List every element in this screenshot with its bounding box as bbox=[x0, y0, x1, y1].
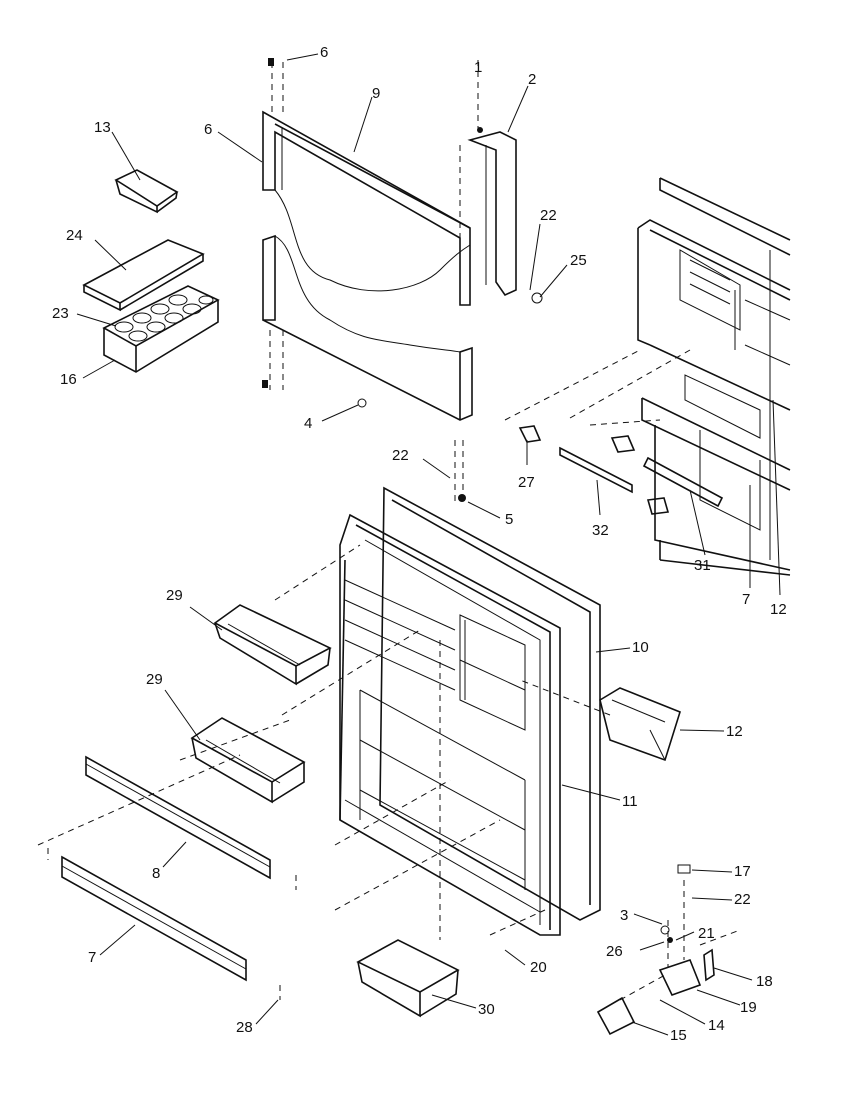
callout-7: 7 bbox=[742, 591, 750, 608]
callout-28: 28 bbox=[236, 1019, 253, 1036]
door-rail-part-7 bbox=[61, 855, 247, 982]
callout-29: 29 bbox=[166, 587, 183, 604]
callout-32: 32 bbox=[592, 522, 609, 539]
callout-18: 18 bbox=[756, 973, 773, 990]
callout-22: 22 bbox=[540, 207, 557, 224]
door-bin-part-29-lower bbox=[190, 717, 306, 804]
ice-bucket-part-13 bbox=[114, 169, 179, 214]
callout-26: 26 bbox=[606, 943, 623, 960]
door-bin-part-29-upper bbox=[213, 604, 332, 686]
callout-31: 31 bbox=[694, 557, 711, 574]
cabinet-liner bbox=[637, 177, 791, 576]
callout-3: 3 bbox=[620, 907, 628, 924]
callout-30: 30 bbox=[478, 1001, 495, 1018]
callout-12: 12 bbox=[770, 601, 787, 618]
callout-22: 22 bbox=[392, 447, 409, 464]
callout-labels: 6 9 2 1 13 6 24 22 25 23 16 4 22 27 5 32… bbox=[52, 44, 787, 1044]
crisper-pan-part-30 bbox=[356, 939, 460, 1018]
fresh-food-door-part-11 bbox=[339, 486, 601, 936]
ice-tray-part-23 bbox=[102, 285, 220, 373]
callout-15: 15 bbox=[670, 1027, 687, 1044]
freezer-door-part-9 bbox=[262, 110, 473, 421]
ice-tray-cover-part-24 bbox=[82, 239, 205, 312]
callout-20: 20 bbox=[530, 959, 547, 976]
leader-lines bbox=[76, 53, 781, 1036]
callout-25: 25 bbox=[570, 252, 587, 269]
callout-10: 10 bbox=[632, 639, 649, 656]
door-rail-part-8 bbox=[85, 755, 271, 880]
callout-16: 16 bbox=[60, 371, 77, 388]
callout-14: 14 bbox=[708, 1017, 725, 1034]
shelf-parts bbox=[504, 349, 724, 515]
callout-8: 8 bbox=[152, 865, 160, 882]
callout-22: 22 bbox=[734, 891, 751, 908]
callout-9: 9 bbox=[372, 85, 380, 102]
dairy-door-part-12 bbox=[599, 687, 681, 762]
callout-7: 7 bbox=[88, 949, 96, 966]
callout-6: 6 bbox=[204, 121, 212, 138]
callout-2: 2 bbox=[528, 71, 536, 88]
callout-12: 12 bbox=[726, 723, 743, 740]
callout-13: 13 bbox=[94, 119, 111, 136]
callout-29: 29 bbox=[146, 671, 163, 688]
callout-23: 23 bbox=[52, 305, 69, 322]
assembly-dash-lines bbox=[37, 544, 611, 1000]
freezer-door-screws bbox=[262, 58, 466, 505]
callout-1: 1 bbox=[474, 59, 482, 76]
lower-hinge-assembly bbox=[596, 864, 741, 1036]
callout-27: 27 bbox=[518, 474, 535, 491]
callout-4: 4 bbox=[304, 415, 312, 432]
callout-6: 6 bbox=[320, 44, 328, 61]
callout-19: 19 bbox=[740, 999, 757, 1016]
upper-hinge-part-2 bbox=[459, 60, 543, 310]
callout-17: 17 bbox=[734, 863, 751, 880]
callout-11: 11 bbox=[622, 793, 638, 810]
callout-21: 21 bbox=[698, 925, 715, 942]
callout-5: 5 bbox=[505, 511, 513, 528]
callout-24: 24 bbox=[66, 227, 83, 244]
